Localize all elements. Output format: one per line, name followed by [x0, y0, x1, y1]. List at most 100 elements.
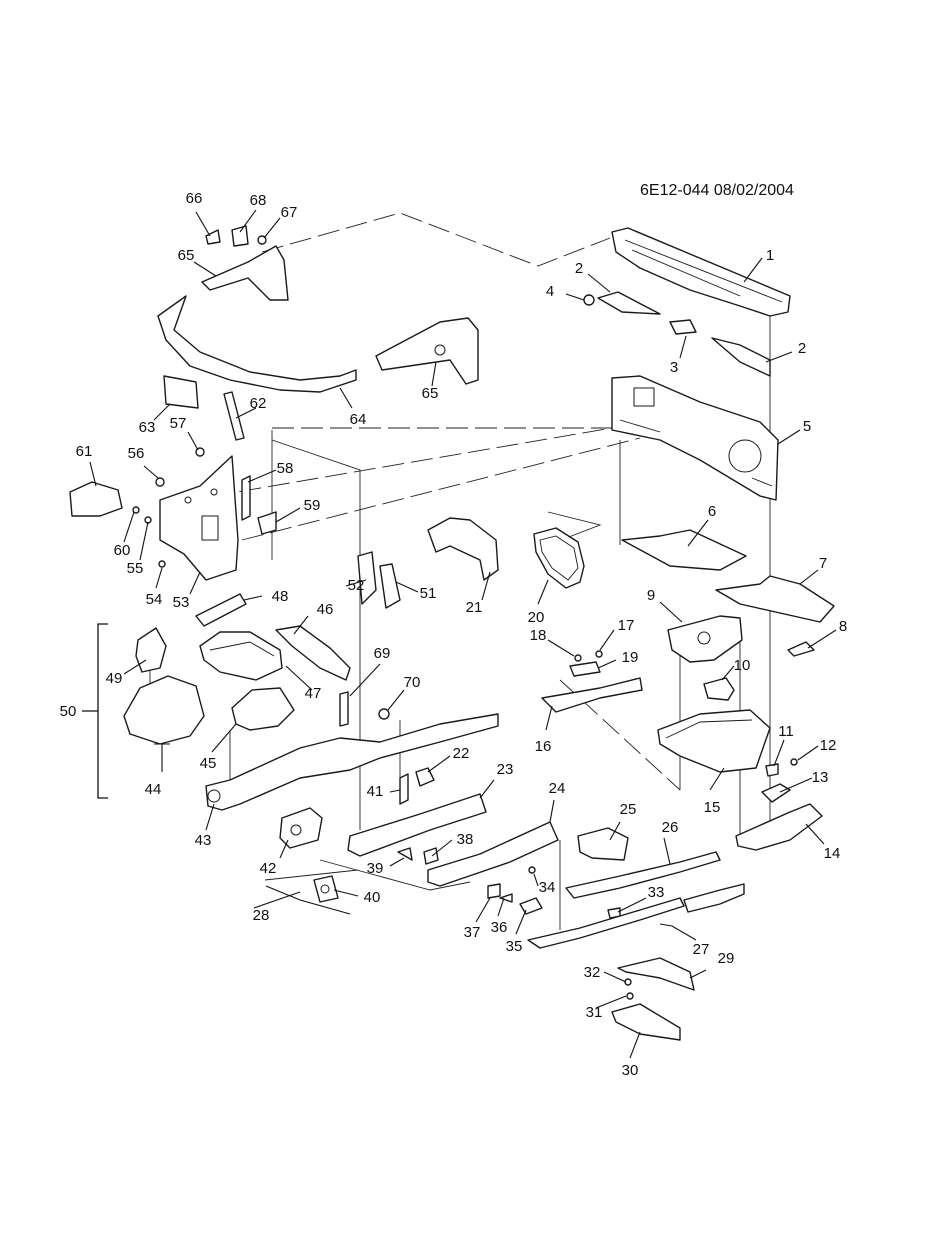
callout-27: 27	[693, 941, 710, 958]
part-38-39-brackets	[397, 847, 439, 865]
callout-14: 14	[824, 845, 841, 862]
part-1-cowl-panel	[611, 227, 791, 317]
callout-numbers: 1223456789101112131415161718192021222324…	[60, 190, 848, 1079]
part-12-fastener	[790, 758, 798, 766]
callout-56: 56	[128, 445, 145, 462]
callout-15: 15	[704, 799, 721, 816]
callout-12: 12	[820, 737, 837, 754]
callout-58: 58	[277, 460, 294, 477]
callout-34: 34	[539, 879, 556, 896]
callout-6: 6	[708, 503, 716, 520]
callout-11: 11	[778, 723, 794, 740]
part-61-mount	[69, 481, 123, 517]
callout-38: 38	[457, 831, 474, 848]
drawing-code: 6E12-044 08/02/2004	[640, 182, 794, 199]
callout-28: 28	[253, 907, 270, 924]
callout-62: 62	[250, 395, 267, 412]
part-29-bracket	[617, 957, 695, 991]
callout-37: 37	[464, 924, 481, 941]
part-8-bracket	[787, 641, 815, 657]
callout-16: 16	[535, 738, 552, 755]
part-3-clip	[669, 319, 697, 335]
callout-31: 31	[586, 1004, 603, 1021]
part-7-floor-pan	[715, 575, 835, 623]
callout-46: 46	[317, 601, 334, 618]
part-13-plate	[761, 783, 791, 803]
part-11-clip	[765, 763, 779, 777]
callout-2: 2	[798, 340, 806, 357]
part-2-cowl-bracket-right	[711, 337, 771, 377]
callout-30: 30	[622, 1062, 639, 1079]
part-26-sill	[565, 851, 721, 899]
callout-53: 53	[173, 594, 190, 611]
callout-10: 10	[734, 657, 751, 674]
part-58-59-brackets	[241, 475, 277, 535]
callout-8: 8	[839, 618, 847, 635]
part-43-front-rail	[205, 713, 499, 811]
part-62-strap	[223, 391, 245, 441]
part-27-rocker-outer	[527, 883, 745, 949]
callout-42: 42	[260, 860, 277, 877]
callout-7: 7	[819, 555, 827, 572]
part-2-cowl-bracket-left	[597, 291, 661, 315]
part-30-plate	[611, 1003, 681, 1041]
callout-21: 21	[466, 599, 483, 616]
callout-57: 57	[170, 415, 187, 432]
part-48-brace	[195, 593, 247, 627]
callout-1: 1	[766, 247, 774, 264]
group-bracket	[82, 623, 108, 799]
part-51-52-brackets	[357, 551, 401, 609]
part-10-bracket	[703, 677, 735, 701]
callout-9: 9	[647, 587, 655, 604]
callout-60: 60	[114, 542, 131, 559]
callout-49: 49	[106, 670, 123, 687]
part-44-wheelhouse	[123, 675, 205, 745]
part-21-bracket	[427, 517, 499, 581]
callout-69: 69	[374, 645, 391, 662]
callout-63: 63	[139, 419, 156, 436]
callout-19: 19	[622, 649, 639, 666]
callout-29: 29	[718, 950, 735, 967]
callout-18: 18	[530, 627, 547, 644]
part-25-bracket	[577, 827, 629, 861]
part-9-wheelhouse-front	[667, 615, 743, 663]
callout-54: 54	[146, 591, 163, 608]
callout-61: 61	[76, 443, 93, 460]
part-16-rocker-inner	[541, 677, 643, 713]
callout-13: 13	[812, 769, 829, 786]
callout-66: 66	[186, 190, 203, 207]
callout-51: 51	[420, 585, 437, 602]
part-23-rail	[347, 793, 487, 857]
part-60-fastener	[132, 506, 140, 514]
part-45-bracket	[231, 687, 295, 731]
part-66-67-68-fasteners	[205, 225, 267, 247]
part-42-plate	[279, 807, 323, 849]
leader-lines	[89, 209, 837, 1059]
callout-23: 23	[497, 761, 514, 778]
part-69-70-fasteners	[339, 691, 390, 727]
callout-68: 68	[250, 192, 267, 209]
callout-5: 5	[803, 418, 811, 435]
callout-65: 65	[178, 247, 195, 264]
part-33-clip	[607, 907, 621, 919]
callout-44: 44	[145, 781, 162, 798]
part-64-radiator-support	[157, 295, 357, 393]
callout-35: 35	[506, 938, 523, 955]
part-53-inner-panel	[159, 455, 239, 581]
part-24-rail	[427, 821, 559, 887]
callout-2: 2	[575, 260, 583, 277]
callout-41: 41	[367, 783, 384, 800]
callout-65: 65	[422, 385, 439, 402]
part-36-37-brackets	[487, 883, 513, 903]
part-18-fastener	[574, 654, 582, 662]
callout-32: 32	[584, 964, 601, 981]
callout-20: 20	[528, 609, 545, 626]
callout-70: 70	[404, 674, 421, 691]
part-65-upper-tie-bar-left	[201, 245, 289, 301]
part-63-bracket	[163, 375, 199, 409]
callout-4: 4	[546, 283, 554, 300]
callout-64: 64	[350, 411, 367, 428]
callout-39: 39	[367, 860, 384, 877]
callout-50: 50	[60, 703, 77, 720]
